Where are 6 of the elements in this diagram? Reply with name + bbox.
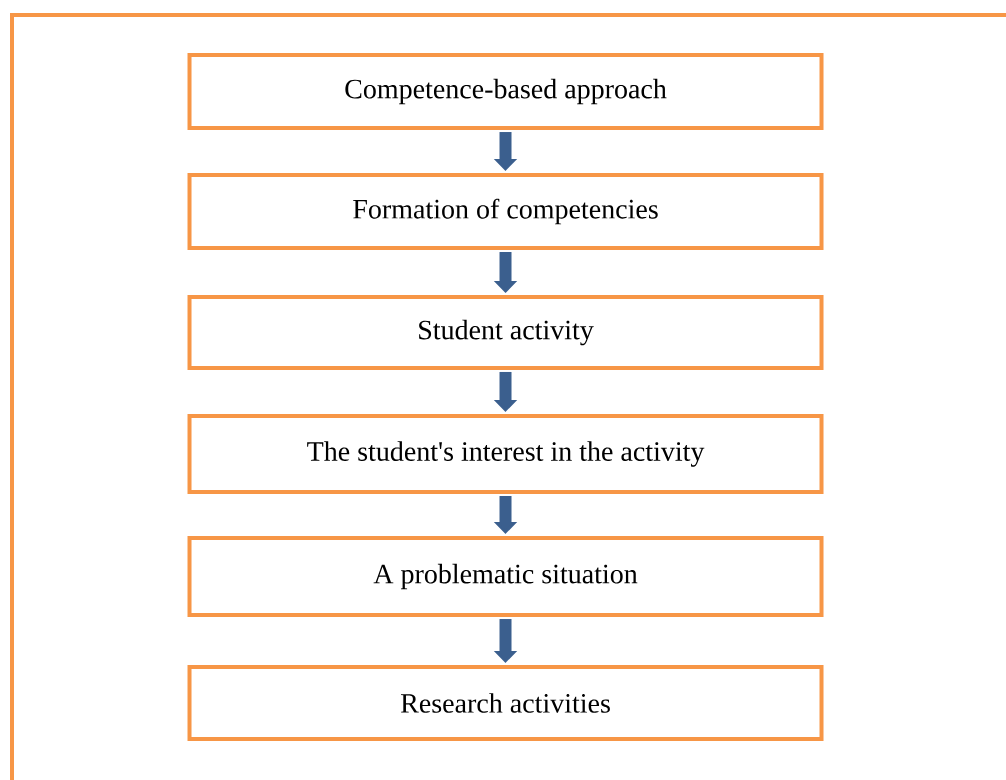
process-box: Research activities xyxy=(187,665,824,741)
process-box: The student's interest in the activity xyxy=(187,414,824,494)
process-box: Competence-based approach xyxy=(187,52,824,131)
process-box: A problematic situation xyxy=(187,535,824,618)
process-box: Student activity xyxy=(187,295,824,370)
process-box: Formation of competencies xyxy=(187,172,824,251)
